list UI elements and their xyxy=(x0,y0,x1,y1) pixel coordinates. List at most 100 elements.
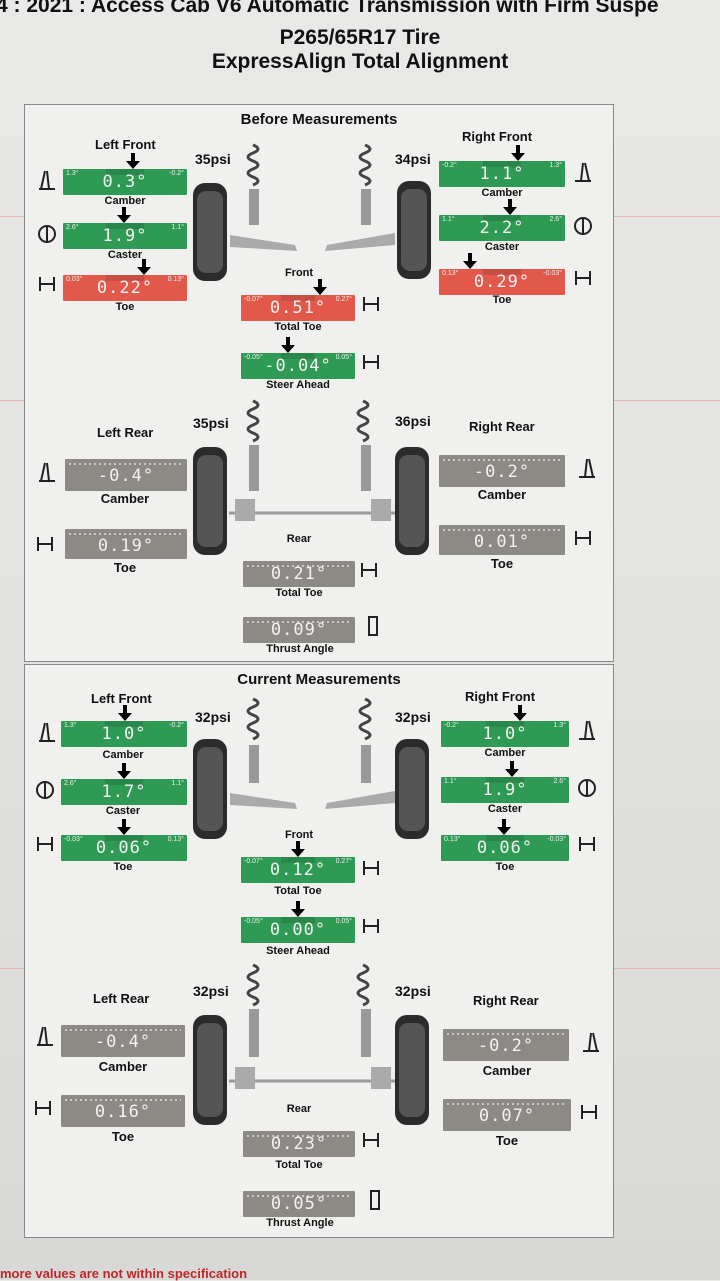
lf-camber-gauge: 1.3°-0.2° 0.3° xyxy=(63,169,187,195)
current-title: Current Measurements xyxy=(237,671,401,688)
rr-toe-label: Toe xyxy=(490,556,514,571)
toe-icon xyxy=(579,1101,599,1123)
indicator-arrow xyxy=(126,153,140,169)
indicator-arrow xyxy=(291,841,305,857)
lf-toe-gauge: 0.03°0.13° 0.22° xyxy=(63,275,187,301)
rr-camber-label: Camber xyxy=(477,487,527,502)
total-toe-icon xyxy=(361,293,381,315)
psi-right-front: 32psi xyxy=(395,709,431,725)
thrust-angle-value: 0.05° xyxy=(270,1194,328,1214)
lf-toe-value: 0.06° xyxy=(95,838,153,858)
lf-camber-label: Camber xyxy=(102,749,144,761)
lr-toe-label: Toe xyxy=(111,1129,135,1144)
steer-ahead-value: 0.00° xyxy=(269,920,327,940)
rear-total-toe-label: Total Toe xyxy=(275,1159,323,1171)
lf-camber-label: Camber xyxy=(104,195,146,207)
indicator-arrow xyxy=(117,207,131,223)
rear-total-toe-gauge: 0.23° xyxy=(243,1131,355,1157)
lf-toe-gauge: -0.03°0.13° 0.06° xyxy=(61,835,187,861)
lf-camber-gauge: 1.3°-0.2° 1.0° xyxy=(61,721,187,747)
toe-icon xyxy=(35,833,55,855)
rf-caster-gauge: 1.1°2.6° 2.2° xyxy=(439,215,565,241)
total-toe-icon xyxy=(361,857,381,879)
rr-toe-value: 0.01° xyxy=(473,532,531,552)
front-total-toe-gauge: -0.07°0.27° 0.12° xyxy=(241,857,355,883)
lr-toe-gauge: 0.19° xyxy=(65,529,187,559)
lr-toe-value: 0.16° xyxy=(94,1102,152,1122)
rear-label: Rear xyxy=(286,533,312,545)
rf-camber-value: 1.0° xyxy=(482,724,528,744)
thrust-angle-icon xyxy=(365,1189,385,1211)
camber-icon xyxy=(581,1031,601,1053)
rf-caster-value: 1.9° xyxy=(482,780,528,800)
indicator-arrow xyxy=(117,819,131,835)
rr-camber-gauge: -0.2° xyxy=(439,455,565,487)
camber-icon xyxy=(37,169,57,191)
rf-caster-gauge: 1.1°2.6° 1.9° xyxy=(441,777,569,803)
camber-icon xyxy=(577,719,597,741)
rear-total-toe-value: 0.23° xyxy=(270,1134,328,1154)
rear-total-toe-value: 0.21° xyxy=(270,564,328,584)
thrust-angle-icon xyxy=(363,615,383,637)
rf-toe-gauge: 0.13°-0.03° 0.06° xyxy=(441,835,569,861)
thrust-angle-label: Thrust Angle xyxy=(266,1217,334,1229)
right-rear-label: Right Rear xyxy=(469,419,535,434)
indicator-arrow xyxy=(291,901,305,917)
lr-camber-label: Camber xyxy=(98,1059,148,1074)
right-front-label: Right Front xyxy=(465,689,536,704)
thrust-angle-gauge: 0.05° xyxy=(243,1191,355,1217)
lf-caster-value: 1.7° xyxy=(101,782,147,802)
right-rear-label: Right Rear xyxy=(473,993,539,1008)
lr-toe-label: Toe xyxy=(113,560,137,575)
indicator-arrow xyxy=(511,145,525,161)
steer-ahead-gauge: -0.05°0.05° 0.00° xyxy=(241,917,355,943)
toe-icon xyxy=(573,267,593,289)
front-label: Front xyxy=(284,267,314,279)
indicator-arrow xyxy=(117,763,131,779)
rf-camber-value: 1.1° xyxy=(479,164,525,184)
report-title: ExpressAlign Total Alignment xyxy=(211,50,509,73)
caster-icon xyxy=(573,215,593,237)
camber-icon xyxy=(37,461,57,483)
front-total-toe-gauge: -0.07°0.27° 0.51° xyxy=(241,295,355,321)
lf-toe-value: 0.22° xyxy=(96,278,154,298)
total-toe-icon xyxy=(361,1129,381,1151)
toe-icon xyxy=(35,533,55,555)
lr-toe-gauge: 0.16° xyxy=(61,1095,185,1127)
indicator-arrow xyxy=(505,761,519,777)
lr-toe-value: 0.19° xyxy=(97,536,155,556)
psi-right-rear: 36psi xyxy=(395,413,431,429)
front-total-toe-label: Total Toe xyxy=(274,885,322,897)
rf-toe-label: Toe xyxy=(495,861,515,873)
lf-camber-value: 1.0° xyxy=(101,724,147,744)
rf-toe-gauge: 0.13°-0.03° 0.29° xyxy=(439,269,565,295)
lr-camber-label: Camber xyxy=(100,491,150,506)
indicator-arrow xyxy=(137,259,151,275)
front-total-toe-value: 0.51° xyxy=(269,298,327,318)
camber-icon xyxy=(573,161,593,183)
lf-toe-label: Toe xyxy=(113,861,133,873)
toe-icon xyxy=(573,527,593,549)
rr-camber-label: Camber xyxy=(482,1063,532,1078)
tire-size: P265/65R17 Tire xyxy=(279,26,441,49)
lr-camber-gauge: -0.4° xyxy=(65,459,187,491)
rr-camber-gauge: -0.2° xyxy=(443,1029,569,1061)
indicator-arrow xyxy=(497,819,511,835)
before-measurements-panel: Before Measurements Left Front 35p xyxy=(24,104,614,662)
rear-total-toe-gauge: 0.21° xyxy=(243,561,355,587)
rear-label: Rear xyxy=(286,1103,312,1115)
total-toe-icon xyxy=(359,559,379,581)
rf-camber-gauge: -0.2°1.3° 1.0° xyxy=(441,721,569,747)
camber-icon xyxy=(35,1025,55,1047)
indicator-arrow xyxy=(463,253,477,269)
rr-toe-gauge: 0.07° xyxy=(443,1099,571,1131)
caster-icon xyxy=(35,779,55,801)
right-front-label: Right Front xyxy=(462,129,533,144)
rf-camber-label: Camber xyxy=(484,747,526,759)
lf-camber-value: 0.3° xyxy=(102,172,148,192)
psi-right-rear: 32psi xyxy=(395,983,431,999)
steering-wheel-icon xyxy=(361,351,381,373)
rf-caster-label: Caster xyxy=(484,241,520,253)
toe-icon xyxy=(33,1097,53,1119)
left-front-label: Left Front xyxy=(91,691,152,706)
